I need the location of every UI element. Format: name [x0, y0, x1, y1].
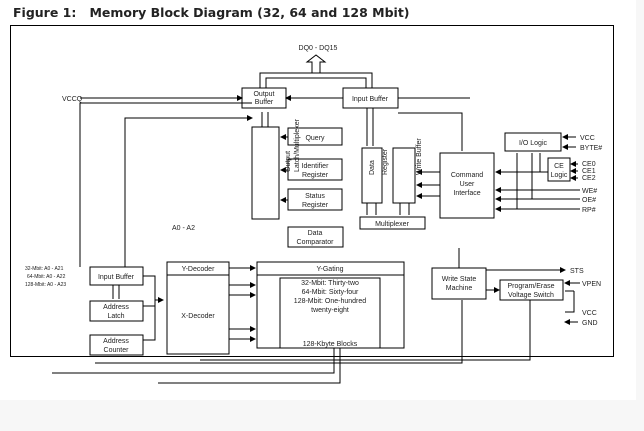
block-diagram: DQ0 - DQ15 Output Buffer Input Buffer Qu… — [10, 25, 614, 384]
oe-label: OE# — [582, 197, 596, 204]
multiplexer-block — [359, 216, 426, 230]
cui-line3: Interface — [453, 190, 480, 197]
input-buffer-label: Input Buffer — [352, 96, 389, 103]
byte-label: BYTE# — [580, 145, 602, 152]
output-latch-line1: Output — [285, 151, 292, 172]
figure-sheet: Figure 1: Memory Block Diagram (32, 64 a… — [10, 5, 614, 384]
dq-bus-line — [259, 72, 373, 88]
data-register-line2: Register — [382, 148, 389, 175]
address-counter-block — [89, 334, 144, 356]
addr-loop-1 — [79, 102, 252, 267]
wsm-line1: Write State — [442, 276, 477, 283]
status-line2: Register — [302, 202, 329, 209]
vcc-pwr-label: VCC — [582, 310, 597, 317]
identifier-line2: Register — [302, 172, 329, 179]
addr-128-label: 128-Mbit: A0 - A23 — [25, 282, 66, 288]
cui-line1: Command — [451, 172, 483, 179]
address-counter-line1: Address — [103, 338, 129, 345]
data-comparator-block — [287, 226, 344, 248]
vcc-io-label: VCC — [580, 135, 595, 142]
write-buffer-label: Write Buffer — [416, 138, 423, 175]
query-label: Query — [305, 135, 325, 142]
address-latch-line1: Address — [103, 304, 129, 311]
comparator-line2: Comparator — [297, 239, 335, 246]
dq-bus-line-inner — [265, 77, 367, 88]
ce1-label: CE1 — [582, 168, 596, 175]
y-decoder-label: Y-Decoder — [182, 266, 215, 273]
comparator-line1: Data — [308, 230, 323, 237]
addr-32-label: 32-Mbit: A0 - A21 — [25, 266, 64, 272]
y-gating-label: Y-Gating — [317, 266, 344, 273]
data-register-line1: Data — [369, 160, 376, 175]
multiplexer-label: Multiplexer — [375, 221, 410, 228]
data-register-block — [361, 147, 383, 204]
array-blocks-label: 128-Kbyte Blocks — [303, 341, 358, 348]
io-logic-label: I/O Logic — [519, 140, 548, 147]
cui-line2: User — [460, 181, 475, 188]
vccq-label: VCCQ — [62, 96, 83, 103]
figure-caption: Memory Block Diagram (32, 64 and 128 Mbi… — [89, 5, 410, 20]
we-label: WE# — [582, 188, 597, 195]
a-low-label: A0 - A2 — [172, 225, 195, 232]
array-line4: twenty-eight — [311, 307, 349, 314]
output-buffer-line1: Output — [253, 91, 274, 98]
x-decoder-block — [166, 261, 230, 355]
array-line1: 32-Mbit: Thirty-two — [301, 280, 359, 287]
gnd-label: GND — [582, 320, 598, 327]
io-logic-block — [504, 132, 562, 152]
vpen-label: VPEN — [582, 281, 601, 288]
input-buffer-address-label: Input Buffer — [98, 274, 135, 281]
ce0-label: CE0 — [582, 161, 596, 168]
dq-label: DQ0 - DQ15 — [299, 45, 338, 52]
status-line1: Status — [305, 193, 325, 200]
array-blocks-region — [279, 277, 381, 349]
identifier-line1: Identifier — [302, 163, 330, 170]
input-to-data-register — [366, 108, 374, 146]
write-state-machine-block — [431, 267, 487, 300]
rp-label: RP# — [582, 207, 596, 214]
ce2-label: CE2 — [582, 175, 596, 182]
diagram-frame — [10, 25, 614, 357]
sts-label: STS — [570, 268, 584, 275]
dq-bus-arrow — [305, 54, 327, 73]
cui-feed — [398, 112, 463, 151]
program-erase-switch-block — [499, 279, 564, 301]
write-buffer-block — [392, 147, 416, 204]
latch-to-output-buffer — [261, 112, 269, 127]
x-decoder-label: X-Decoder — [181, 313, 215, 320]
pe-switch-line1: Program/Erase — [507, 283, 554, 290]
output-buffer-line2: Buffer — [255, 99, 274, 106]
ce-logic-line2: Logic — [551, 172, 568, 179]
array-line3: 128-Mbit: One-hundred — [294, 298, 366, 305]
output-latch-block — [251, 126, 280, 220]
wsm-line2: Machine — [446, 285, 473, 292]
figure-label: Figure 1: — [13, 5, 77, 20]
addr-64-label: 64-Mbit: A0 - A22 — [27, 274, 66, 280]
figure-title: Figure 1: Memory Block Diagram (32, 64 a… — [13, 5, 410, 20]
pe-switch-line2: Voltage Switch — [508, 292, 554, 299]
ce-logic-line1: CE — [554, 163, 564, 170]
address-counter-line2: Counter — [104, 347, 130, 354]
address-latch-block — [89, 300, 144, 322]
address-latch-line2: Latch — [107, 313, 124, 320]
array-line2: 64-Mbit: Sixty-four — [302, 289, 359, 296]
output-latch-line2: Latch/Multiplexer — [294, 118, 301, 172]
